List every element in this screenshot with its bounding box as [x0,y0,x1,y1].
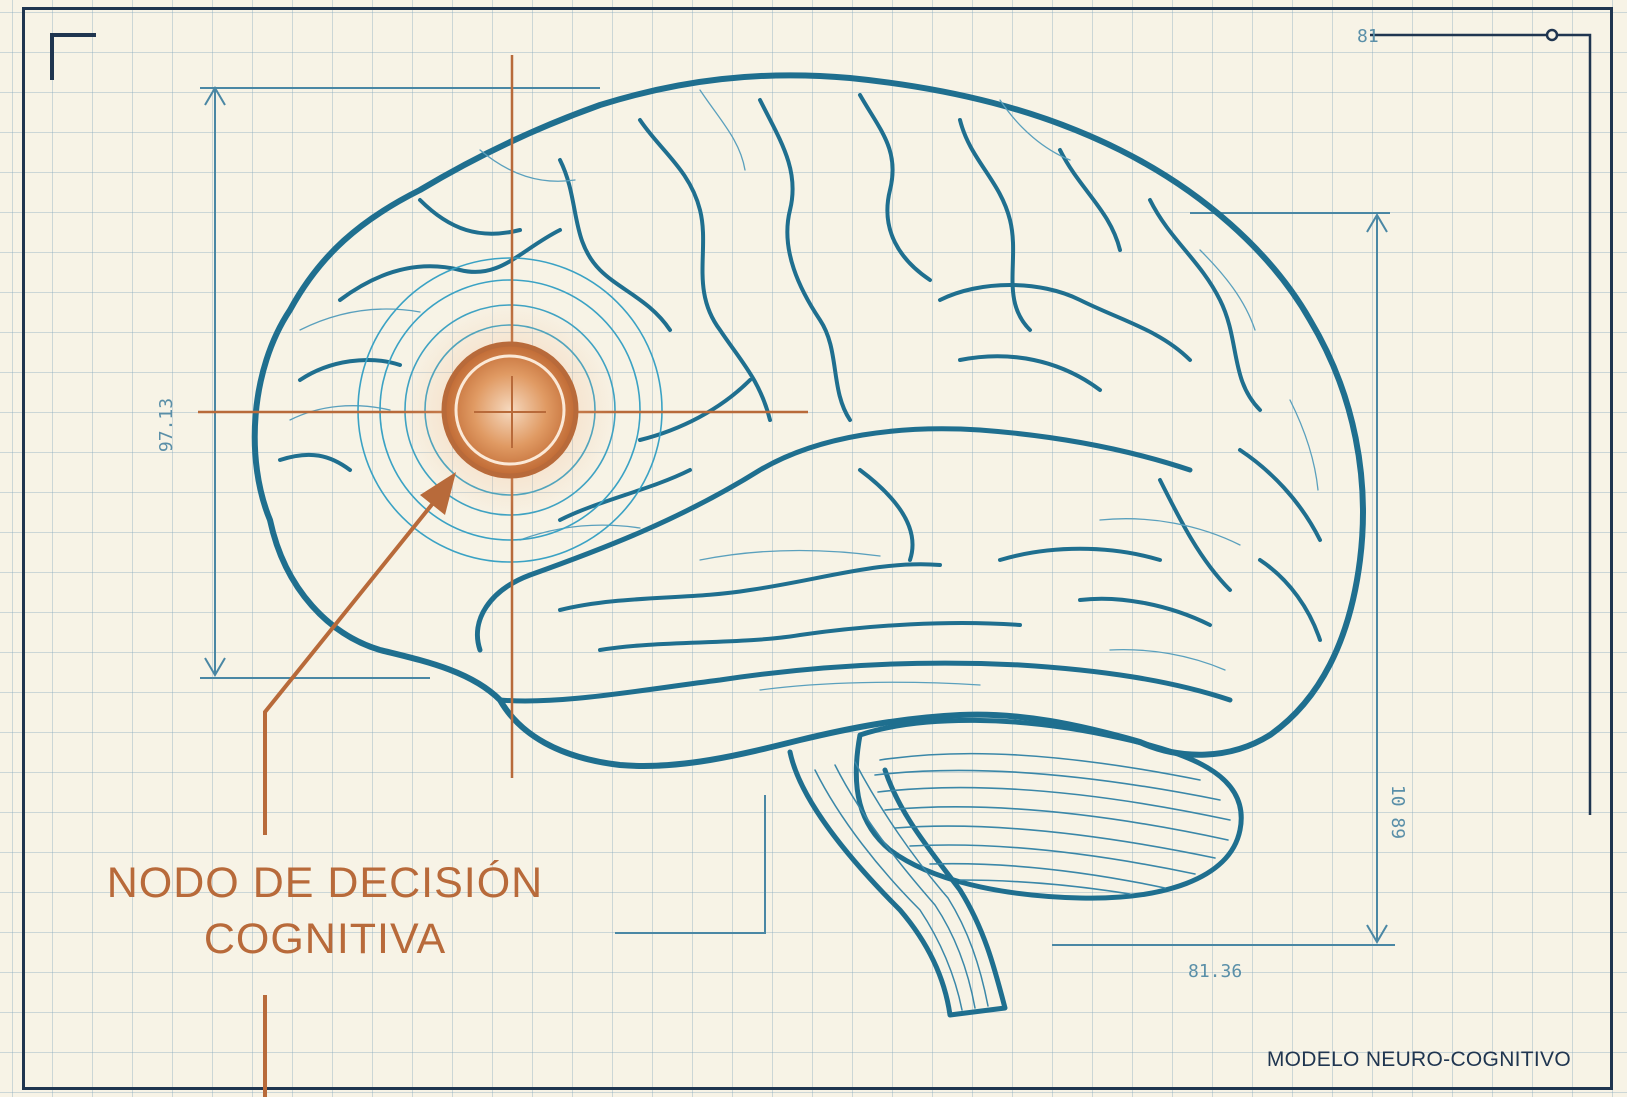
callout-line-2: COGNITIVA [60,911,590,967]
callout-line-1: NODO DE DECISIÓN [60,855,590,911]
dimension-label-right: 10 89 [1387,785,1408,839]
dimension-label-bottom: 81.36 [1188,961,1242,982]
decision-node-callout: NODO DE DECISIÓN COGNITIVA [60,855,590,967]
footer-model-label: MODELO NEURO-COGNITIVO [1267,1048,1571,1072]
dimension-line-right [1052,213,1395,945]
dimension-label-top-right: 81 [1357,26,1379,47]
leader-arrow [265,497,438,1097]
dimension-line-bottom [615,795,765,933]
dimension-label-left: 97.13 [156,398,177,452]
corner-bracket-top-left [52,35,96,80]
corner-bracket-top-right [1370,30,1590,815]
